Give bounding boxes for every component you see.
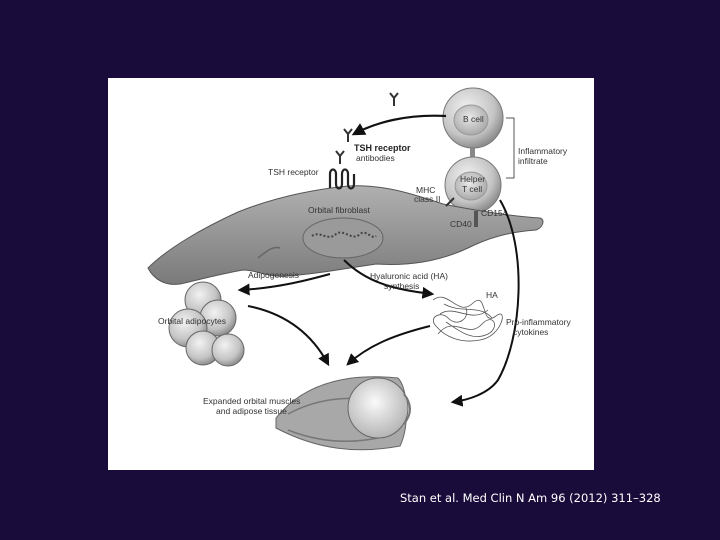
b-cell-label: B cell (463, 114, 484, 124)
tsh-receptor-label: TSH receptor (268, 167, 319, 177)
dna-strand (311, 231, 377, 238)
expanded-orbit-eye (275, 376, 411, 451)
cytokines-label-2: cytokines (513, 327, 548, 337)
mhc-label-2: class II (414, 194, 440, 204)
cell-connector (470, 148, 475, 158)
tsh-antibodies-label-1: TSH receptor (354, 143, 411, 153)
infiltrate-bracket (506, 117, 515, 179)
mhc-connector (445, 197, 455, 207)
ha-synthesis-label-2: synthesis (384, 281, 419, 291)
helper-t-label-2: T cell (462, 184, 482, 194)
citation-text: Stan et al. Med Clin N Am 96 (2012) 311–… (400, 491, 661, 505)
adipogenesis-label: Adipogenesis (248, 270, 299, 280)
adipogenesis-arrow (237, 273, 331, 296)
cytokines-label-1: Pro-inflammatory (506, 317, 571, 327)
cd40-label: CD40 (450, 219, 472, 229)
helper-t-label-1: Helper (460, 174, 485, 184)
fibroblast-process (257, 246, 281, 259)
b-cell-to-antibody-arrow (351, 114, 447, 136)
orbital-adipocytes-label: Orbital adipocytes (158, 316, 226, 326)
infiltrate-label-1: Inflammatory (518, 146, 568, 156)
adipocyte-to-eye-arrow (247, 305, 330, 367)
expanded-tissue-label-1: Expanded orbital muscles (203, 396, 300, 406)
fibroblast-nucleus (302, 217, 384, 259)
b-cell (442, 87, 504, 149)
cytokine-arrow (450, 199, 520, 407)
graves-orbitopathy-diagram: B cell Helper T cell Inflammatory infilt… (147, 87, 571, 451)
cd154-label: CD154 (481, 208, 508, 218)
tsh-receptor (328, 168, 356, 190)
orbital-fibroblast-label: Orbital fibroblast (308, 205, 371, 215)
figure-panel: B cell Helper T cell Inflammatory infilt… (108, 78, 594, 470)
antibody-icons (335, 92, 399, 164)
expanded-tissue-label-2: and adipose tissue (216, 406, 287, 416)
ha-label: HA (486, 290, 498, 300)
ha-to-eye-arrow (346, 325, 431, 366)
cd154-marker (474, 211, 478, 227)
tsh-antibodies-label-2: antibodies (356, 153, 395, 163)
infiltrate-label-2: infiltrate (518, 156, 548, 166)
helper-t-cell (444, 156, 502, 214)
ha-synthesis-arrow (343, 259, 435, 299)
orbital-adipocytes (168, 281, 245, 367)
hyaluronic-acid-mesh (432, 296, 503, 342)
mhc-label-1: MHC (416, 185, 435, 195)
ha-synthesis-label-1: Hyaluronic acid (HA) (370, 271, 448, 281)
